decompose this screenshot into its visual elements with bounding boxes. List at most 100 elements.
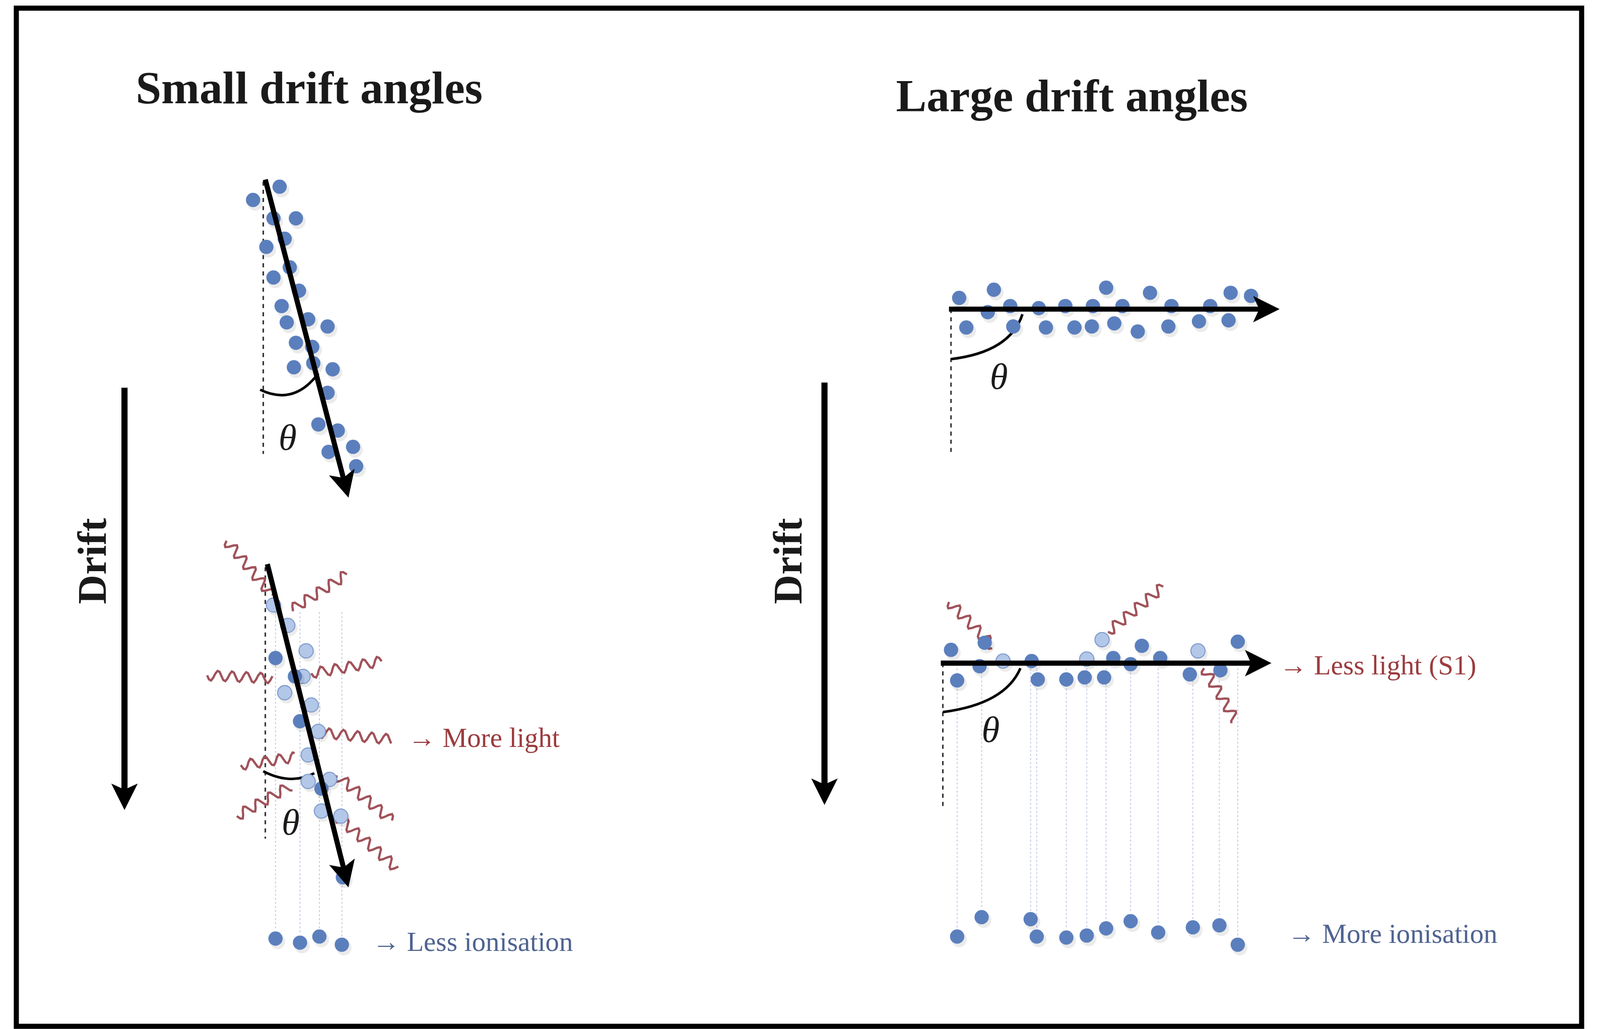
electron — [325, 362, 340, 377]
electron — [1123, 914, 1138, 929]
panel-heading: Small drift angles — [135, 61, 483, 115]
drift-label: Drift — [763, 518, 812, 605]
drift-trace — [956, 668, 958, 929]
electron — [1029, 929, 1044, 944]
electron — [1230, 634, 1245, 649]
electron — [950, 673, 965, 688]
drift-label: Drift — [68, 518, 116, 605]
drift-trace — [1036, 668, 1038, 929]
electron — [349, 458, 364, 474]
ionisation-annotation: → More ionisation — [1287, 918, 1498, 951]
photon-wave — [311, 656, 382, 678]
electron — [1067, 320, 1082, 335]
electron — [320, 319, 335, 334]
photon-wave — [1107, 584, 1164, 634]
angle-label: θ — [278, 416, 297, 459]
drift-trace — [1030, 668, 1032, 912]
electron — [346, 439, 361, 454]
electron — [292, 935, 307, 950]
electron — [1223, 285, 1238, 300]
electron — [1151, 925, 1166, 940]
electron — [952, 290, 967, 305]
angle-label: θ — [981, 708, 1000, 752]
electron — [977, 635, 992, 650]
electron — [1230, 937, 1245, 952]
electron — [1243, 288, 1258, 303]
drift-trace — [299, 612, 301, 935]
electron — [274, 298, 289, 313]
electron — [266, 270, 281, 285]
excited-atom — [301, 774, 316, 789]
drift-trace — [1192, 668, 1194, 920]
electron — [1098, 921, 1113, 936]
drift-trace — [1237, 668, 1239, 938]
ionisation-annotation: → Less ionisation — [372, 926, 573, 959]
excited-atom — [1190, 643, 1206, 658]
electron — [279, 315, 294, 330]
electron — [1182, 667, 1197, 682]
photon-wave — [207, 671, 273, 684]
electron — [1077, 670, 1092, 685]
electron — [311, 417, 326, 432]
electron — [268, 931, 283, 946]
light-annotation: → Less light (S1) — [1279, 649, 1477, 682]
light-annotation: → More light — [408, 722, 560, 755]
angle-label: θ — [989, 355, 1009, 398]
electron — [245, 192, 260, 208]
electron — [1134, 638, 1149, 653]
electron — [1212, 918, 1227, 933]
drift-trace — [1157, 668, 1159, 925]
electron — [1221, 313, 1236, 328]
electron — [1058, 672, 1074, 687]
electron — [286, 360, 301, 375]
excited-atom — [333, 809, 348, 824]
electron — [950, 929, 965, 944]
electron — [1058, 930, 1074, 945]
electron — [986, 282, 1002, 297]
photon-wave — [240, 752, 295, 770]
drift-trace — [981, 668, 983, 910]
electron — [974, 910, 989, 925]
electron — [268, 650, 283, 665]
drift-trace — [1129, 668, 1131, 914]
electron — [334, 937, 349, 952]
electron — [1006, 319, 1021, 334]
excited-atom — [311, 724, 326, 739]
electron — [1023, 912, 1038, 927]
electron — [959, 320, 974, 335]
drift-arrows — [124, 382, 825, 805]
electron — [288, 211, 303, 226]
angle-label: θ — [281, 801, 300, 844]
electron — [1107, 316, 1122, 331]
electron — [1130, 324, 1145, 339]
electron — [1098, 280, 1113, 295]
drift-trace — [1086, 668, 1088, 928]
electron — [258, 239, 274, 254]
electron — [312, 929, 327, 944]
electron — [1161, 319, 1176, 334]
electron — [1030, 672, 1045, 687]
electron — [1185, 920, 1200, 935]
frame — [16, 8, 1582, 1027]
drift-trace — [341, 612, 343, 937]
electron — [1191, 314, 1207, 329]
electron — [1143, 285, 1158, 300]
electron — [288, 335, 303, 350]
electron — [1038, 320, 1053, 335]
excited-atom — [1094, 632, 1109, 647]
photon-wave — [318, 728, 391, 744]
drift-trace — [1105, 668, 1107, 921]
drift-trace — [1218, 668, 1220, 918]
electron — [1084, 319, 1099, 334]
excited-atom — [277, 685, 292, 700]
photon-wave — [292, 572, 347, 612]
electron — [272, 179, 287, 194]
track-arrows — [265, 179, 1274, 882]
electron — [944, 642, 959, 657]
electron — [1079, 928, 1094, 943]
electron — [1096, 670, 1111, 685]
excited-atom — [298, 643, 313, 658]
panel-heading: Large drift angles — [895, 69, 1248, 123]
